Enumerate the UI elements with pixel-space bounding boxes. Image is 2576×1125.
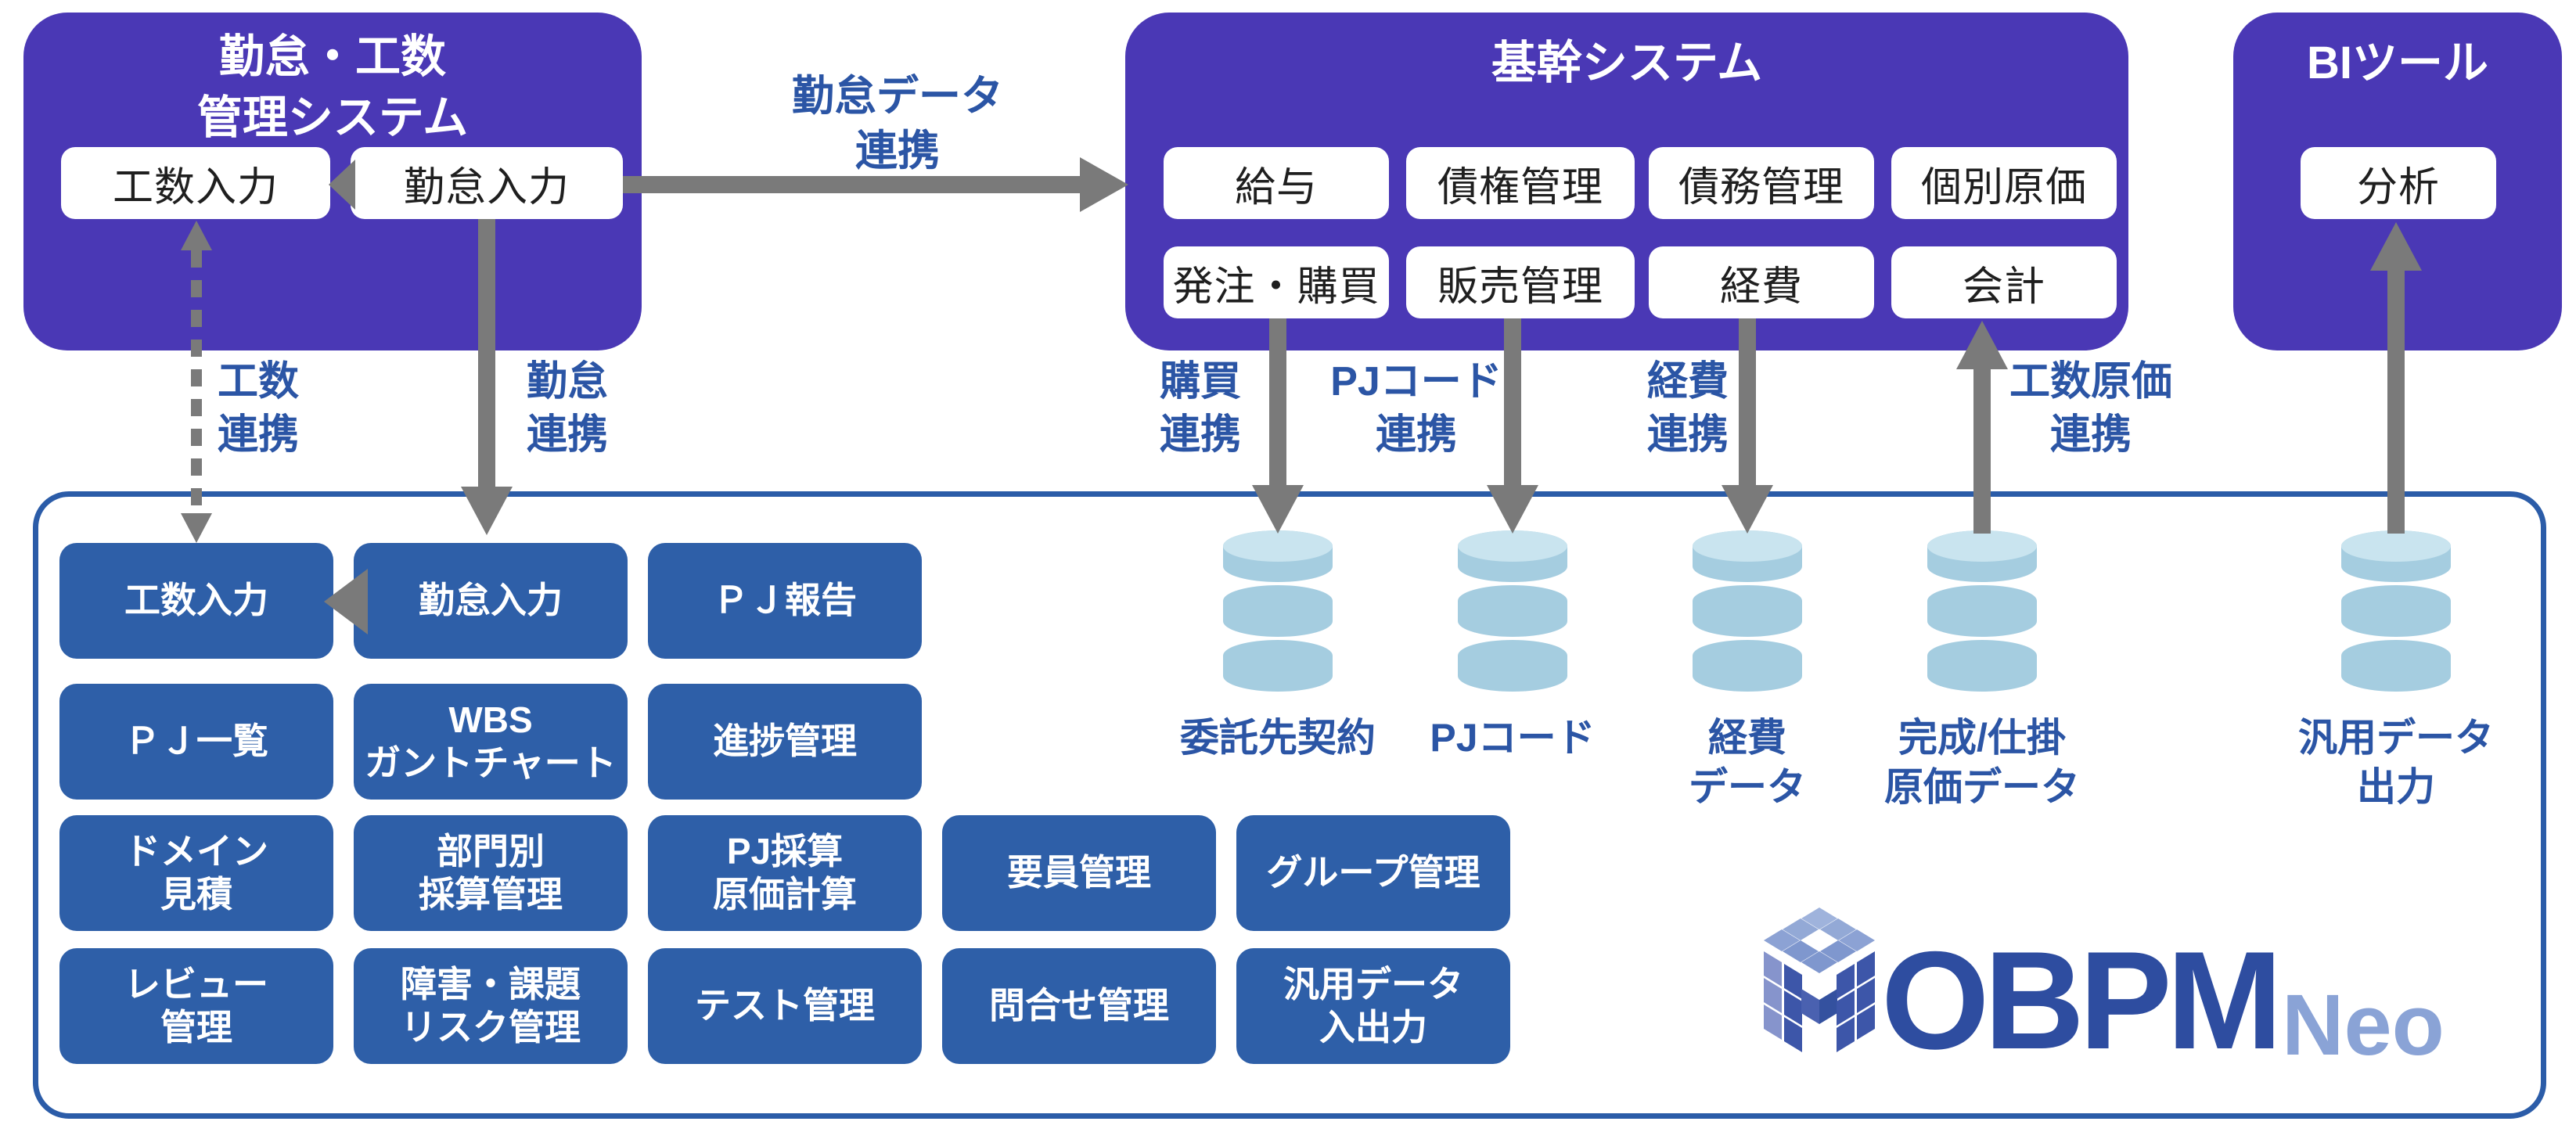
module-issue-risk-mgmt: 障害・課題 リスク管理 (354, 948, 628, 1064)
node-analysis: 分析 (2301, 147, 2496, 219)
label-manhour-link: 工数 連携 (217, 359, 299, 458)
module-manhour-input: 工数入力 (59, 543, 333, 659)
label-attendance-data-link: 勤怠データ 連携 (792, 73, 1003, 175)
module-review-mgmt: レビュー 管理 (59, 948, 333, 1064)
node-order-purchase: 発注・購買 (1164, 246, 1389, 318)
manhour-dashed-arrow-shaft (191, 250, 202, 513)
core-system-title: 基幹システム (1491, 38, 1763, 88)
bi-tool-title: BIツール (2306, 38, 2488, 88)
module-dept-profit-mgmt: 部門別 採算管理 (354, 815, 628, 931)
module-pj-report: ＰＪ報告 (648, 543, 922, 659)
module-attendance-input: 勤怠入力 (354, 543, 628, 659)
node-sales-mgmt: 販売管理 (1406, 246, 1635, 318)
pj-code-arrow-shaft (1504, 318, 1521, 485)
manhour-cost-arrow-shaft (1973, 368, 1991, 534)
arrow-down-icon (1252, 485, 1304, 534)
node-payables: 債務管理 (1649, 147, 1874, 219)
database-icon (1925, 530, 2039, 693)
arrow-down-icon (461, 487, 513, 535)
database-icon (1221, 530, 1335, 693)
attendance-arrow-shaft (478, 219, 495, 487)
label-attendance-link: 勤怠 連携 (526, 359, 608, 458)
arrow-down-icon (1722, 485, 1773, 534)
attendance-data-arrow-shaft (623, 176, 1081, 193)
purchase-arrow-shaft (1269, 318, 1286, 485)
node-attendance-input-top: 勤怠入力 (351, 147, 623, 219)
datastore-label-generic-data-output: 汎用データ 出力 (2298, 716, 2494, 809)
database-icon (2339, 530, 2453, 693)
module-wbs-gantt: WBS ガントチャート (354, 684, 628, 800)
module-staff-mgmt: 要員管理 (942, 815, 1216, 931)
arrow-up-icon (2370, 222, 2422, 271)
label-pj-code-link: PJコード 連携 (1330, 359, 1502, 458)
arrow-up-icon (181, 221, 212, 250)
obpm-logo-suffix: Neo (2282, 976, 2445, 1073)
node-accounting: 会計 (1891, 246, 2117, 318)
datastore-label-pj-code: PJコード (1430, 716, 1596, 760)
module-group-mgmt: グループ管理 (1236, 815, 1510, 931)
module-test-mgmt: テスト管理 (648, 948, 922, 1064)
obpm-logo-text: OBPM (1881, 922, 2283, 1078)
node-payroll: 給与 (1164, 147, 1389, 219)
arrow-left-icon (324, 569, 368, 634)
database-icon (1690, 530, 1804, 693)
label-expense-link: 経費 連携 (1646, 359, 1729, 458)
module-pj-list: ＰＪ一覧 (59, 684, 333, 800)
module-generic-data-io: 汎用データ 入出力 (1236, 948, 1510, 1064)
obpm-logo-icon (1753, 906, 1886, 1078)
label-manhour-cost-link: 工数原価 連携 (2009, 359, 2172, 458)
node-manhour-input-top: 工数入力 (61, 147, 330, 219)
datastore-label-outsourcing-contract: 委託先契約 (1180, 716, 1376, 760)
module-inquiry-mgmt: 問合せ管理 (942, 948, 1216, 1064)
module-domain-estimate: ドメイン 見積 (59, 815, 333, 931)
database-icon (1455, 530, 1570, 693)
node-expense: 経費 (1649, 246, 1874, 318)
arrow-left-icon (329, 160, 355, 210)
arrow-down-icon (1487, 485, 1538, 534)
node-individual-cost: 個別原価 (1891, 147, 2117, 219)
arrow-right-icon (1080, 157, 1128, 212)
node-receivables: 債権管理 (1406, 147, 1635, 219)
module-pj-profit-costing: PJ採算 原価計算 (648, 815, 922, 931)
bi-arrow-shaft (2387, 269, 2405, 534)
datastore-label-completed-wip-cost-data: 完成/仕掛 原価データ (1884, 716, 2080, 809)
expense-arrow-shaft (1739, 318, 1756, 485)
arrow-down-icon (181, 513, 212, 543)
attendance-system-title: 勤怠・工数 管理システム (196, 31, 469, 144)
module-progress-mgmt: 進捗管理 (648, 684, 922, 800)
obpm-logo-wordmark: OBPM Neo (1881, 909, 2445, 1070)
label-purchase-link: 購買 連携 (1159, 359, 1241, 458)
arrow-up-icon (1956, 321, 2008, 369)
datastore-label-expense-data: 経費 データ (1689, 716, 1806, 809)
